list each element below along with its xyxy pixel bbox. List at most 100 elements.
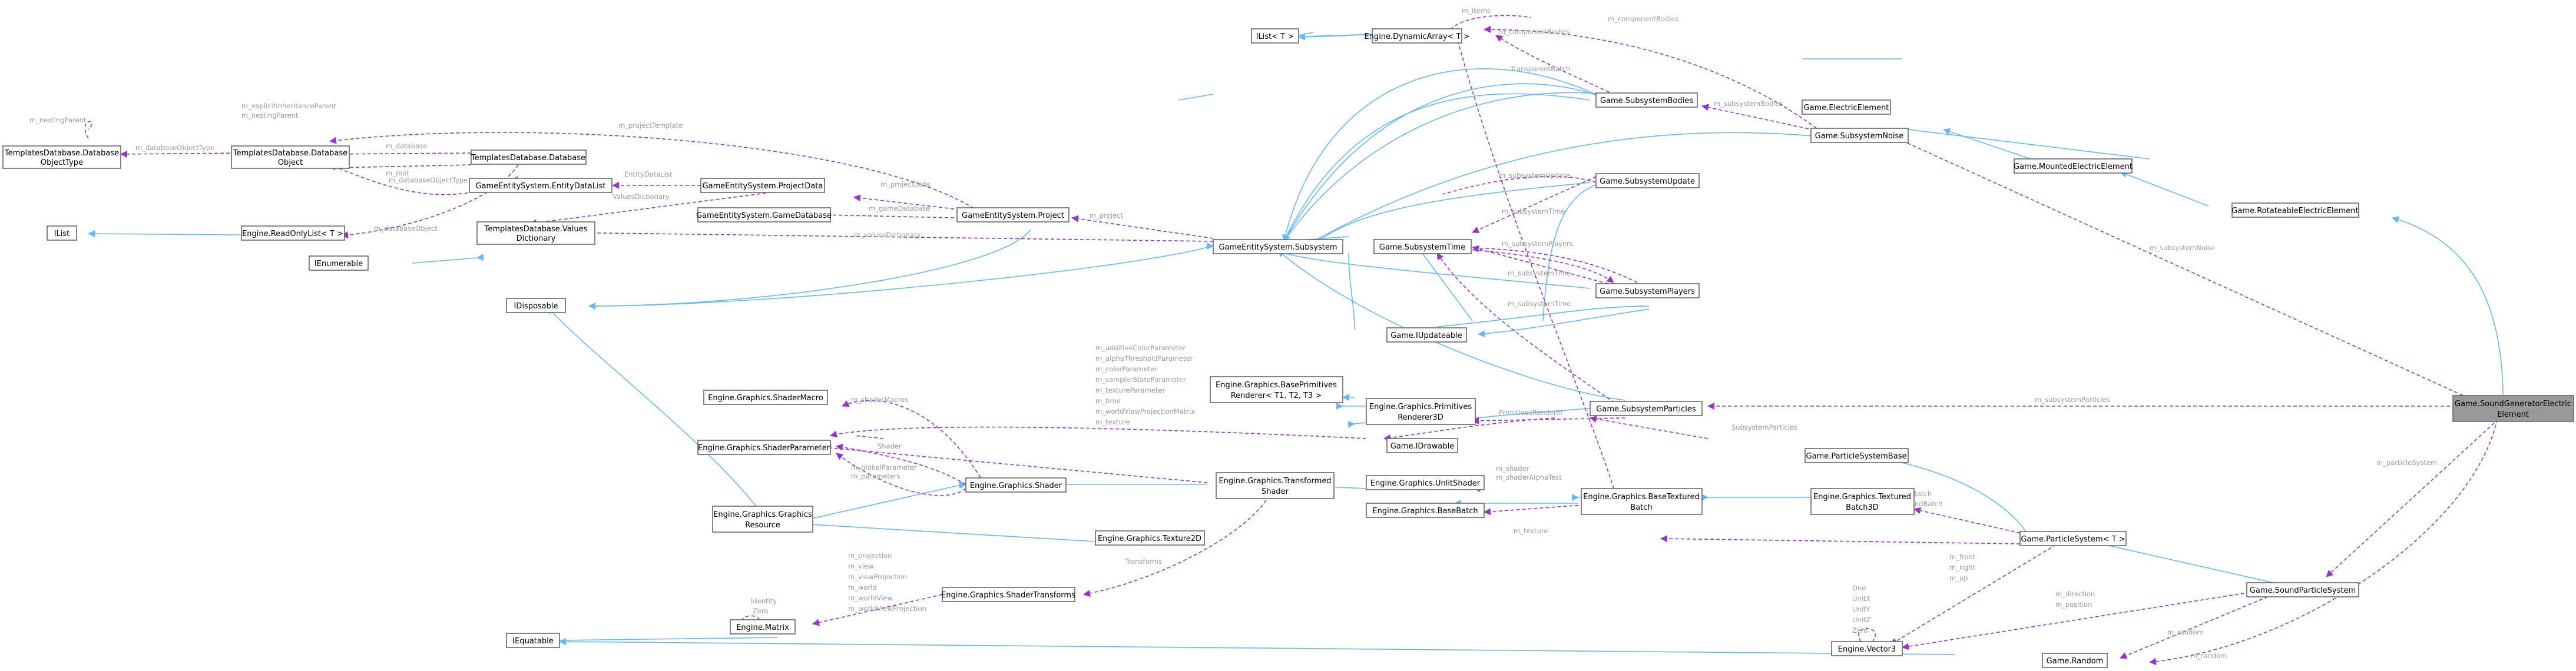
edge-label: m_database [386,142,427,150]
class-node-subsystem-bodies[interactable]: Game.SubsystemBodies [1595,92,1698,108]
class-node-project-data[interactable]: GameEntitySystem.ProjectData [700,178,825,193]
class-node-ges-subsystem[interactable]: GameEntitySystem.Subsystem [1213,239,1343,254]
class-node-particle-system-base[interactable]: Game.ParticleSystemBase [1804,448,1909,463]
edge-label: m_subsystemTime [1508,269,1571,277]
class-node-idrawable[interactable]: Game.IDrawable [1386,438,1458,453]
class-node-ienumerable[interactable]: IEnumerable [309,255,369,271]
edge-label: m_particleSystem [2376,459,2437,467]
edge-label: m_subsystemTime [1508,300,1571,308]
edge-label: m_samplerStateParameter [1095,376,1186,384]
class-node-td-database[interactable]: TemplatesDatabase.Database [471,150,587,165]
edge-label: m_subsystemPlayers [1502,240,1573,248]
svg-text:Engine.ReadOnlyList< T >: Engine.ReadOnlyList< T > [242,230,343,238]
svg-text:Engine.Graphics.BaseTextured: Engine.Graphics.BaseTextured [1583,493,1700,501]
edge-label: m_subsystemUpdate [1499,171,1570,180]
edge-label: m_front [1949,553,1976,561]
class-node-base-primitives-renderer[interactable]: Engine.Graphics.BasePrimitivesRenderer< … [1210,376,1343,403]
class-node-subsystem-particles[interactable]: Game.SubsystemParticles [1590,401,1703,416]
class-node-subsystem-players[interactable]: Game.SubsystemPlayers [1595,283,1700,298]
class-node-mounted-electric-element[interactable]: Game.MountedElectricElement [2014,158,2133,174]
class-node-values-dictionary[interactable]: TemplatesDatabase.ValuesDictionary [476,221,595,245]
class-node-subsystem-update[interactable]: Game.SubsystemUpdate [1595,173,1700,188]
edge-label: m_additiveColorParameter [1095,344,1186,352]
edge-label: m_up [1949,574,1968,582]
edge-labels: m_items m_componentBodies m_componentBod… [29,6,2437,660]
edge-label: m_databaseObjectType [135,144,214,152]
class-node-shader-macro[interactable]: Engine.Graphics.ShaderMacro [703,390,828,405]
class-node-shader[interactable]: Engine.Graphics.Shader [965,477,1067,493]
svg-text:Renderer3D: Renderer3D [1398,413,1443,422]
svg-text:Dictionary: Dictionary [516,234,556,243]
class-node-rotateable-electric-element[interactable]: Game.RotateableElectricElement [2231,202,2359,218]
class-node-game-database[interactable]: GameEntitySystem.GameDatabase [696,207,832,222]
svg-text:Engine.Graphics.UnlitShader: Engine.Graphics.UnlitShader [1370,479,1481,488]
class-node-random[interactable]: Game.Random [2042,653,2108,668]
svg-text:IDisposable: IDisposable [514,302,558,311]
edge-label: m_explicitInheritanceParent [241,102,336,110]
svg-text:GameEntitySystem.GameDatabase: GameEntitySystem.GameDatabase [696,211,832,220]
class-node-subsystem-noise[interactable]: Game.SubsystemNoise [1810,128,1909,143]
svg-text:Game.ElectricElement: Game.ElectricElement [1804,104,1889,112]
edge-label: m_view [848,562,873,570]
class-node-matrix[interactable]: Engine.Matrix [730,619,796,635]
edge-label: Shader [878,442,902,450]
edges [84,15,2504,665]
edge-label: m_texture [1095,418,1130,426]
svg-text:Engine.Graphics.Graphics: Engine.Graphics.Graphics [713,510,812,519]
edge-label: m_shaderMacros [851,396,908,404]
svg-text:Engine.Graphics.Transformed: Engine.Graphics.Transformed [1219,477,1331,486]
class-node-entity-data-list[interactable]: GameEntitySystem.EntityDataList [469,178,612,193]
svg-text:Game.SubsystemPlayers: Game.SubsystemPlayers [1600,287,1695,296]
class-node-shader-parameter[interactable]: Engine.Graphics.ShaderParameter [697,440,831,455]
svg-text:Game.SoundGeneratorElectric: Game.SoundGeneratorElectric [2455,400,2571,408]
edge-label: m_direction [2055,590,2095,598]
class-node-iupdateable[interactable]: Game.IUpdateable [1386,327,1467,343]
edge-label: Transforms [1124,557,1162,566]
edge-label: m_projectData [880,180,930,188]
class-node-base-batch[interactable]: Engine.Graphics.BaseBatch [1366,503,1485,518]
class-node-idisposable[interactable]: IDisposable [506,298,566,313]
class-node-readonly-list[interactable]: Engine.ReadOnlyList< T > [241,225,345,241]
svg-text:Engine.Graphics.Primitives: Engine.Graphics.Primitives [1369,403,1472,411]
class-node-ilist-t[interactable]: IList< T > [1251,28,1299,44]
class-node-dynamic-array[interactable]: Engine.DynamicArray< T > [1364,28,1470,44]
svg-text:Engine.DynamicArray< T >: Engine.DynamicArray< T > [1364,32,1469,41]
class-node-project[interactable]: GameEntitySystem.Project [956,207,1070,222]
svg-text:Game.SubsystemTime: Game.SubsystemTime [1379,243,1465,252]
svg-text:Engine.Graphics.ShaderMacro: Engine.Graphics.ShaderMacro [708,394,823,403]
svg-text:IEquatable: IEquatable [512,637,553,646]
edge-label: m_databaseObjectType [389,176,468,184]
class-node-iequatable[interactable]: IEquatable [506,633,560,648]
edge-label: m_random [2167,628,2204,636]
edge-label: PrimitivesRenderer [1499,408,1563,417]
class-node-vector3[interactable]: Engine.Vector3 [1831,641,1903,656]
svg-text:Object: Object [278,158,303,167]
class-node-sound-particle-system[interactable]: Game.SoundParticleSystem [2246,582,2359,597]
class-node-particle-system[interactable]: Game.ParticleSystem< T > [2019,531,2127,546]
class-node-texture2d[interactable]: Engine.Graphics.Texture2D [1095,530,1205,546]
svg-text:Engine.Graphics.Textured: Engine.Graphics.Textured [1813,493,1911,501]
class-node-subsystem-time[interactable]: Game.SubsystemTime [1373,239,1472,254]
edge-label: UnitY [1852,605,1870,613]
svg-text:GameEntitySystem.Subsystem: GameEntitySystem.Subsystem [1219,243,1337,252]
edge-label: TransparentBatch [1510,65,1570,73]
svg-text:Engine.Graphics.Texture2D: Engine.Graphics.Texture2D [1098,534,1201,543]
class-node-shader-transforms[interactable]: Engine.Graphics.ShaderTransforms [941,587,1075,602]
edge-label: m_root [386,169,409,177]
class-node-ilist[interactable]: IList [47,225,77,241]
svg-text:Batch: Batch [1630,503,1652,512]
svg-text:Engine.Vector3: Engine.Vector3 [1838,645,1896,654]
class-node-unlit-shader[interactable]: Engine.Graphics.UnlitShader [1366,475,1485,490]
edge-label: m_componentBodies [1499,28,1570,36]
class-node-electric-element[interactable]: Game.ElectricElement [1802,99,1891,115]
svg-text:Engine.Graphics.BasePrimitives: Engine.Graphics.BasePrimitives [1216,381,1337,390]
edge-label: m_subsystemNoise [2150,244,2215,252]
